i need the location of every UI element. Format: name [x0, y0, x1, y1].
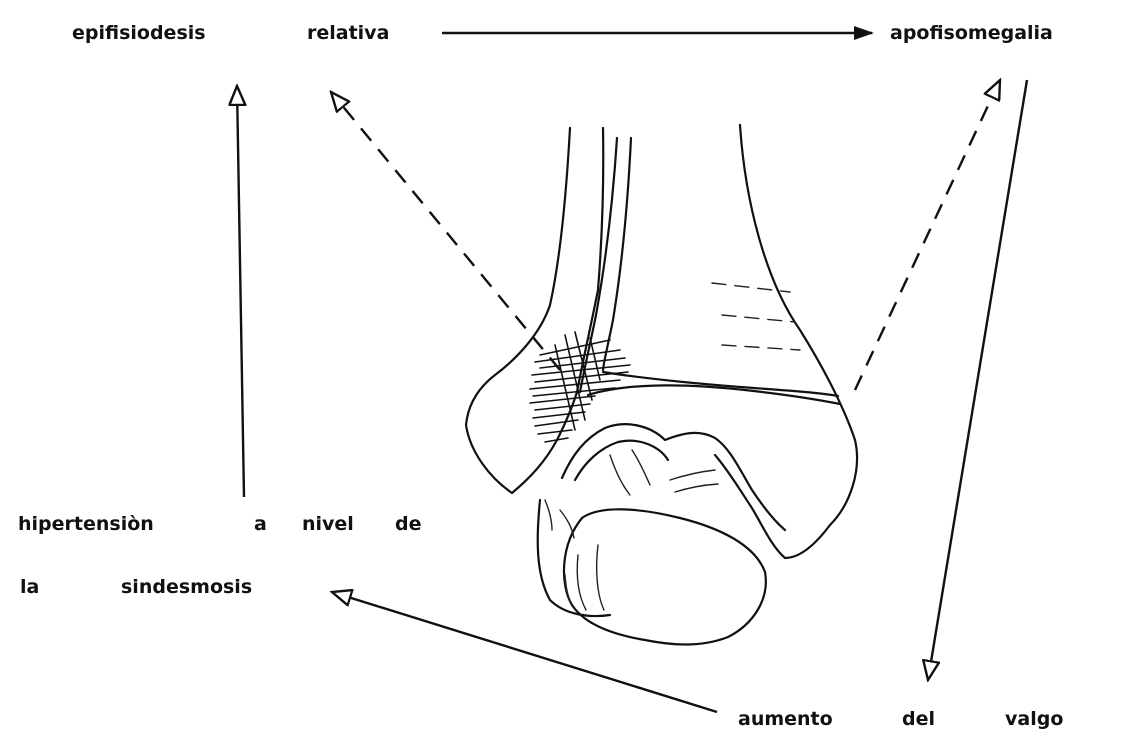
- label-apofisomegalia: apofisomegalia: [890, 24, 1053, 43]
- calcaneus-detail-2: [597, 545, 604, 610]
- label-de: de: [395, 515, 422, 534]
- talus-detail-4: [675, 484, 718, 492]
- talus-dome: [562, 424, 785, 530]
- tibia-physis-2: [588, 385, 840, 404]
- label-epifisiodesis: epifisiodesis: [72, 24, 206, 43]
- tibia-dash-3: [722, 345, 800, 350]
- talus-dome-inner: [575, 441, 668, 480]
- ankle-bone-illustration: [466, 125, 857, 645]
- label-a: a: [254, 515, 267, 534]
- arrow-apofisomegalia-to-valgo: [928, 80, 1027, 680]
- talus-body: [538, 500, 610, 616]
- tibia-dash-2: [722, 315, 795, 322]
- calcaneus: [564, 509, 766, 644]
- dashed-arrow-to-apofisomegalia: [855, 80, 1000, 390]
- arrow-hipertension-to-epifisiodesis: [237, 86, 244, 497]
- tibia-medial-border: [715, 125, 857, 558]
- label-aumento: aumento: [738, 710, 833, 729]
- calcaneus-detail-1: [577, 555, 586, 610]
- label-valgo: valgo: [1005, 710, 1063, 729]
- arrow-valgo-to-sindesmosis: [332, 592, 717, 712]
- talus-detail-5: [545, 500, 552, 530]
- label-nivel: nivel: [302, 515, 354, 534]
- talus-detail-2: [632, 450, 650, 485]
- tibia-physis: [603, 372, 838, 396]
- talus-detail-3: [670, 470, 715, 480]
- label-sindesmosis: sindesmosis: [121, 578, 252, 597]
- label-hipertension: hipertensiòn: [18, 515, 154, 534]
- label-relativa: relativa: [307, 24, 389, 43]
- label-del: del: [902, 710, 935, 729]
- label-la: la: [20, 578, 39, 597]
- dashed-arrow-to-relativa: [331, 92, 560, 370]
- tibia-cortex-line-2: [603, 138, 631, 370]
- fibula: [466, 128, 603, 493]
- talus-detail-1: [610, 455, 630, 495]
